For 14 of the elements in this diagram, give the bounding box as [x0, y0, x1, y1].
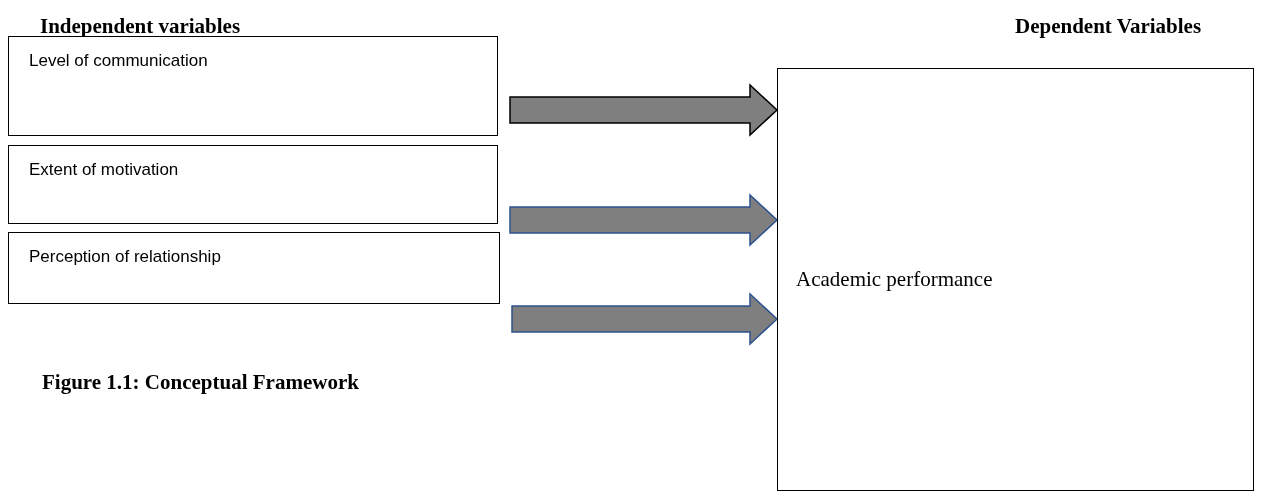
- box-text: Perception of relationship: [29, 247, 221, 267]
- box-text: Extent of motivation: [29, 160, 179, 180]
- column-heading: Independent variables: [40, 14, 241, 39]
- variable-box: [777, 68, 1254, 491]
- variable-box: [8, 232, 500, 304]
- box-text: Level of communication: [29, 51, 208, 71]
- box-text: Academic performance: [796, 267, 993, 292]
- column-heading: Dependent Variables: [1015, 14, 1202, 39]
- block-arrow: [509, 83, 779, 137]
- block-arrow: [509, 193, 779, 247]
- variable-box: [8, 36, 498, 136]
- block-arrow: [511, 292, 779, 346]
- figure-caption: Figure 1.1: Conceptual Framework: [42, 370, 359, 395]
- variable-box: [8, 145, 498, 224]
